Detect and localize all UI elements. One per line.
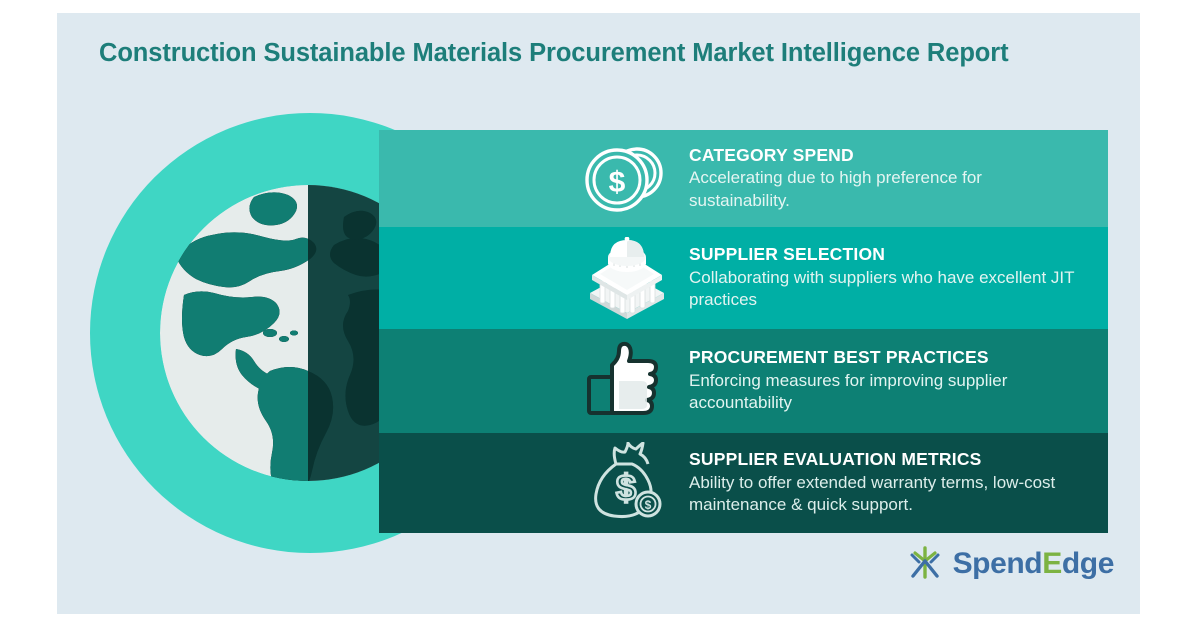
panel-heading: PROCUREMENT BEST PRACTICES <box>689 347 989 368</box>
panel-heading: SUPPLIER EVALUATION METRICS <box>689 449 982 470</box>
spendedge-logo[interactable]: SpendEdge <box>906 544 1114 584</box>
logo-letter-e: E <box>1042 547 1062 580</box>
panel-text: SUPPLIER SELECTION Collaborating with su… <box>689 244 1108 312</box>
panel-stack: $ CATEGORY SPEND Accelerating due to hig… <box>379 130 1108 533</box>
panel-heading: CATEGORY SPEND <box>689 144 854 165</box>
panel-body: Collaborating with suppliers who have ex… <box>689 267 1075 310</box>
panel-supplier-evaluation-metrics[interactable]: $ $ SUPPLIER EVALUATION METRICS Ability … <box>379 433 1108 533</box>
page-title: Construction Sustainable Materials Procu… <box>99 39 1009 67</box>
logo-word-spend: Spend <box>952 547 1043 580</box>
panel-procurement-best-practices[interactable]: PROCUREMENT BEST PRACTICES Enforcing mea… <box>379 329 1108 433</box>
panel-supplier-selection[interactable]: SUPPLIER SELECTION Collaborating with su… <box>379 227 1108 329</box>
svg-text:$: $ <box>615 467 635 508</box>
coins-dollar-icon: $ <box>564 140 689 218</box>
panel-category-spend[interactable]: $ CATEGORY SPEND Accelerating due to hig… <box>379 130 1108 227</box>
svg-text:$: $ <box>608 166 625 199</box>
panel-body: Enforcing measures for improving supplie… <box>689 370 1008 413</box>
panel-text: SUPPLIER EVALUATION METRICS Ability to o… <box>689 449 1108 517</box>
panel-body: Ability to offer extended warranty terms… <box>689 472 1056 515</box>
svg-text:$: $ <box>644 498 651 512</box>
panel-text: CATEGORY SPEND Accelerating due to high … <box>689 145 1108 213</box>
panel-body: Accelerating due to high preference for … <box>689 168 982 210</box>
logo-wordmark: SpendEdge <box>952 547 1115 580</box>
bank-building-icon <box>564 237 689 319</box>
panel-text: PROCUREMENT BEST PRACTICES Enforcing mea… <box>689 347 1108 415</box>
money-bag-icon: $ $ <box>564 442 689 524</box>
logo-word-dge: dge <box>1061 547 1115 580</box>
thumbs-up-icon <box>564 341 689 421</box>
spendedge-tripod-mark-icon <box>906 543 944 586</box>
infographic-card: Construction Sustainable Materials Procu… <box>57 13 1140 614</box>
panel-heading: SUPPLIER SELECTION <box>689 244 886 265</box>
